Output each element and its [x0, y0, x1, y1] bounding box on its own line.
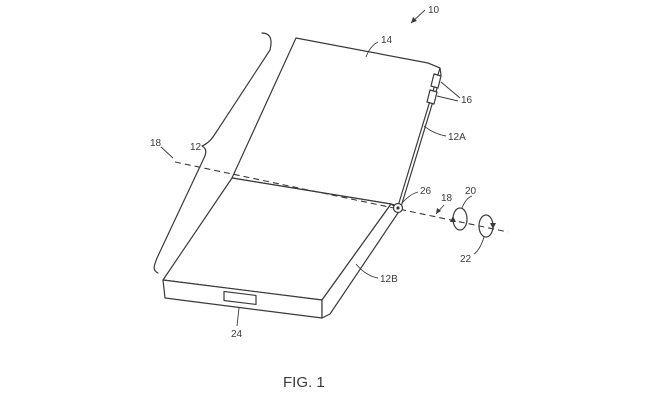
leader-rotation-20 — [461, 195, 473, 209]
label-rotation-20: 20 — [465, 186, 477, 197]
label-lower-portion-12B: 12B — [380, 274, 398, 285]
upper-housing-edge — [399, 62, 442, 211]
label-axis-18: 18 — [150, 138, 162, 149]
leader-display — [365, 41, 379, 58]
hinge-center — [396, 206, 400, 210]
arrowhead-axis-near-hinge — [436, 208, 441, 214]
leader-upper-portion — [423, 125, 447, 137]
leader-lower-portion — [355, 263, 379, 279]
port — [223, 290, 257, 306]
label-rotation-22: 22 — [460, 254, 472, 265]
label-display-14: 14 — [381, 35, 393, 46]
button-1 — [430, 73, 442, 89]
button-2 — [426, 89, 438, 105]
arrowhead-rotation-22 — [490, 223, 496, 229]
label-buttons-16: 16 — [461, 95, 473, 106]
label-port-24: 24 — [231, 329, 243, 340]
leader-buttons — [436, 81, 461, 102]
leader-hinge — [401, 191, 419, 204]
label-axis-18-near-hinge: 18 — [441, 193, 453, 204]
arrowhead-rotation-20 — [450, 216, 456, 222]
label-upper-portion-12A: 12A — [448, 132, 466, 143]
label-housing-12: 12 — [190, 142, 202, 153]
arrowhead-device — [411, 17, 417, 23]
label-device-10: 10 — [428, 5, 440, 16]
leader-rotation-22 — [473, 236, 485, 255]
leader-axis — [160, 146, 174, 159]
leader-port — [236, 307, 240, 327]
rotation-arrow-20 — [452, 207, 468, 231]
label-hinge-26: 26 — [420, 186, 432, 197]
bracket-housing-12 — [153, 32, 272, 274]
figure-caption: FIG. 1 — [283, 374, 325, 391]
